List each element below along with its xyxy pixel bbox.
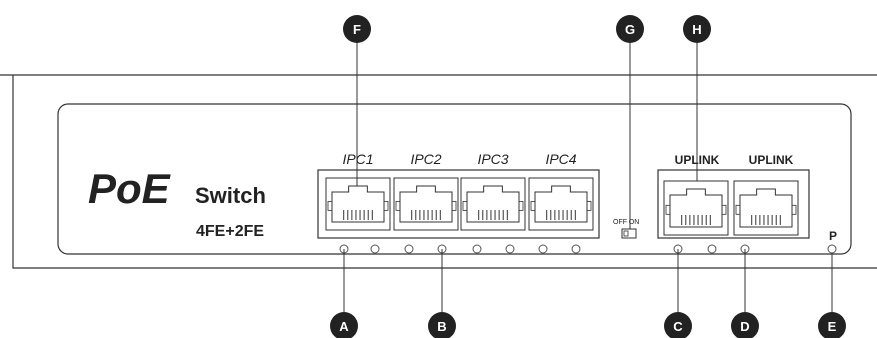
port-led (404, 244, 414, 254)
callout-a: A (330, 312, 358, 338)
rj45-port-uplink-2[interactable] (733, 180, 799, 236)
port-led (370, 244, 380, 254)
callout-f: F (343, 15, 371, 43)
port-label-ipc2: IPC2 (410, 151, 441, 167)
front-panel (57, 103, 852, 255)
brand-subtitle: Switch (195, 183, 266, 208)
callout-f-text: F (353, 22, 361, 37)
callout-a-text: A (339, 319, 349, 334)
power-led (827, 244, 837, 254)
model-label: 4FE+2FE (196, 223, 264, 240)
rj45-port-ipc3[interactable] (460, 177, 526, 231)
callout-g-text: G (625, 22, 635, 37)
callout-c: C (664, 312, 692, 338)
port-led (538, 244, 548, 254)
leader-lines (343, 42, 833, 314)
port-label-ipc3: IPC3 (477, 151, 508, 167)
callout-c-text: C (673, 319, 683, 334)
uplink-port-group-frame (657, 169, 810, 239)
poe-port-group-frame (317, 169, 600, 239)
port-label-ipc4: IPC4 (545, 151, 576, 167)
port-leds (339, 244, 750, 254)
callout-b-text: B (437, 319, 446, 334)
callout-d: D (731, 312, 759, 338)
dip-on-label: ON (629, 219, 640, 226)
dip-switch[interactable] (621, 228, 637, 239)
rj45-port-ipc2[interactable] (393, 177, 459, 231)
callout-h: H (683, 15, 711, 43)
callout-h-text: H (692, 22, 701, 37)
port-led (707, 244, 717, 254)
rj45-ports (325, 177, 799, 236)
power-led-label: P (829, 229, 837, 243)
callout-b: B (428, 312, 456, 338)
chassis-outline (0, 74, 877, 269)
dip-switch-knob (623, 230, 629, 237)
rj45-port-ipc4[interactable] (528, 177, 594, 231)
dip-off-label: OFF (613, 219, 627, 226)
port-led (472, 244, 482, 254)
port-led (505, 244, 515, 254)
brand-title: PoE (88, 165, 172, 212)
callout-g: G (616, 15, 644, 43)
rj45-port-uplink-1[interactable] (663, 180, 729, 236)
callout-d-text: D (740, 319, 749, 334)
rj45-port-ipc1[interactable] (325, 177, 391, 231)
port-led (571, 244, 581, 254)
callout-e: E (818, 312, 846, 338)
port-label-uplink-2: UPLINK (749, 153, 794, 167)
callout-e-text: E (828, 319, 837, 334)
port-label-ipc1: IPC1 (342, 151, 373, 167)
